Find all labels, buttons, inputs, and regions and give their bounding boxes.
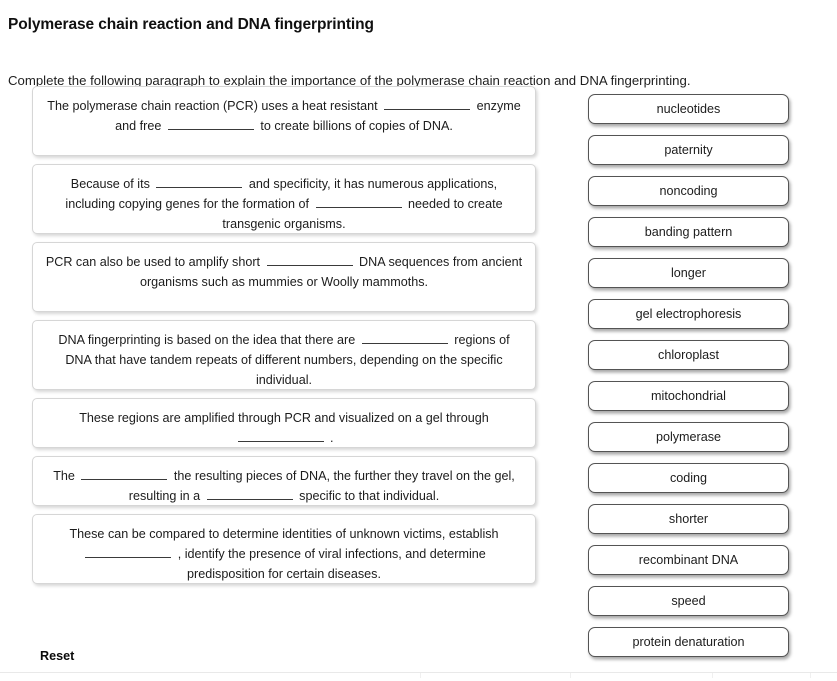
word-option-button[interactable]: polymerase [588, 422, 789, 452]
sentence-text: DNA fingerprinting is based on the idea … [45, 330, 523, 390]
divider-tick [810, 673, 811, 678]
answer-blank[interactable] [85, 544, 172, 558]
answer-blank[interactable] [156, 174, 243, 188]
divider-tick [712, 673, 713, 678]
sentence-fragment: DNA sequences from ancient organisms suc… [139, 255, 523, 289]
sentence-box[interactable]: Because of its and specificity, it has n… [32, 164, 536, 234]
sentence-fragment: regions of DNA that have tandem repeats … [65, 333, 510, 387]
answer-blank[interactable] [266, 252, 353, 266]
word-option-button[interactable]: coding [588, 463, 789, 493]
sentence-fragment: needed to create transgenic organisms. [222, 197, 503, 231]
sentence-fragment: DNA fingerprinting is based on the idea … [58, 333, 359, 347]
page-title: Polymerase chain reaction and DNA finger… [8, 16, 374, 34]
sentence-text: The polymerase chain reaction (PCR) uses… [45, 96, 523, 136]
word-option-button[interactable]: banding pattern [588, 217, 789, 247]
answer-blank[interactable] [81, 466, 168, 480]
paragraph-column: The polymerase chain reaction (PCR) uses… [32, 86, 536, 592]
sentence-box[interactable]: DNA fingerprinting is based on the idea … [32, 320, 536, 390]
sentence-fragment: and specificity, it has numerous applica… [65, 177, 498, 211]
sentence-fragment: . [326, 431, 334, 445]
sentence-text: These regions are amplified through PCR … [45, 408, 523, 448]
word-option-button[interactable]: nucleotides [588, 94, 789, 124]
sentence-text: Because of its and specificity, it has n… [45, 174, 523, 234]
word-option-button[interactable]: paternity [588, 135, 789, 165]
sentence-text: PCR can also be used to amplify short DN… [45, 252, 523, 292]
word-option-button[interactable]: longer [588, 258, 789, 288]
word-option-button[interactable]: gel electrophoresis [588, 299, 789, 329]
sentence-fragment: specific to that individual. [295, 489, 440, 503]
sentence-box[interactable]: These can be compared to determine ident… [32, 514, 536, 584]
word-option-button[interactable]: speed [588, 586, 789, 616]
word-option-button[interactable]: protein denaturation [588, 627, 789, 657]
sentence-fragment: PCR can also be used to amplify short [45, 255, 264, 269]
sentence-box[interactable]: These regions are amplified through PCR … [32, 398, 536, 448]
sentence-box[interactable]: The polymerase chain reaction (PCR) uses… [32, 86, 536, 156]
answer-blank[interactable] [237, 428, 324, 442]
word-option-button[interactable]: chloroplast [588, 340, 789, 370]
answer-blank[interactable] [361, 330, 448, 344]
sentence-box[interactable]: The the resulting pieces of DNA, the fur… [32, 456, 536, 506]
sentence-fragment: The polymerase chain reaction (PCR) uses… [47, 99, 382, 113]
sentence-fragment: The [53, 469, 79, 483]
divider-tick [570, 673, 571, 678]
bottom-divider [0, 672, 837, 673]
word-option-button[interactable]: mitochondrial [588, 381, 789, 411]
sentence-fragment: Because of its [70, 177, 154, 191]
answer-blank[interactable] [167, 116, 254, 130]
answer-blank[interactable] [384, 96, 471, 110]
word-option-button[interactable]: shorter [588, 504, 789, 534]
wordbank-column: nucleotides paternity noncoding banding pat… [588, 94, 789, 668]
instructions-text: Complete the following paragraph to expl… [8, 73, 691, 89]
sentence-fragment: These regions are amplified through PCR … [79, 411, 489, 425]
divider-tick [420, 673, 421, 678]
word-option-button[interactable]: recombinant DNA [588, 545, 789, 575]
word-option-button[interactable]: noncoding [588, 176, 789, 206]
reset-button[interactable]: Reset [40, 649, 75, 663]
sentence-fragment: enzyme and free [115, 99, 521, 133]
sentence-text: The the resulting pieces of DNA, the fur… [45, 466, 523, 506]
answer-blank[interactable] [206, 486, 293, 500]
answer-blank[interactable] [315, 194, 402, 208]
sentence-box[interactable]: PCR can also be used to amplify short DN… [32, 242, 536, 312]
sentence-fragment: to create billions of copies of DNA. [256, 119, 453, 133]
sentence-fragment: the resulting pieces of DNA, the further… [128, 469, 515, 503]
sentence-text: These can be compared to determine ident… [45, 524, 523, 584]
sentence-fragment: , identify the presence of viral infecti… [174, 547, 486, 581]
sentence-fragment: These can be compared to determine ident… [69, 527, 499, 541]
